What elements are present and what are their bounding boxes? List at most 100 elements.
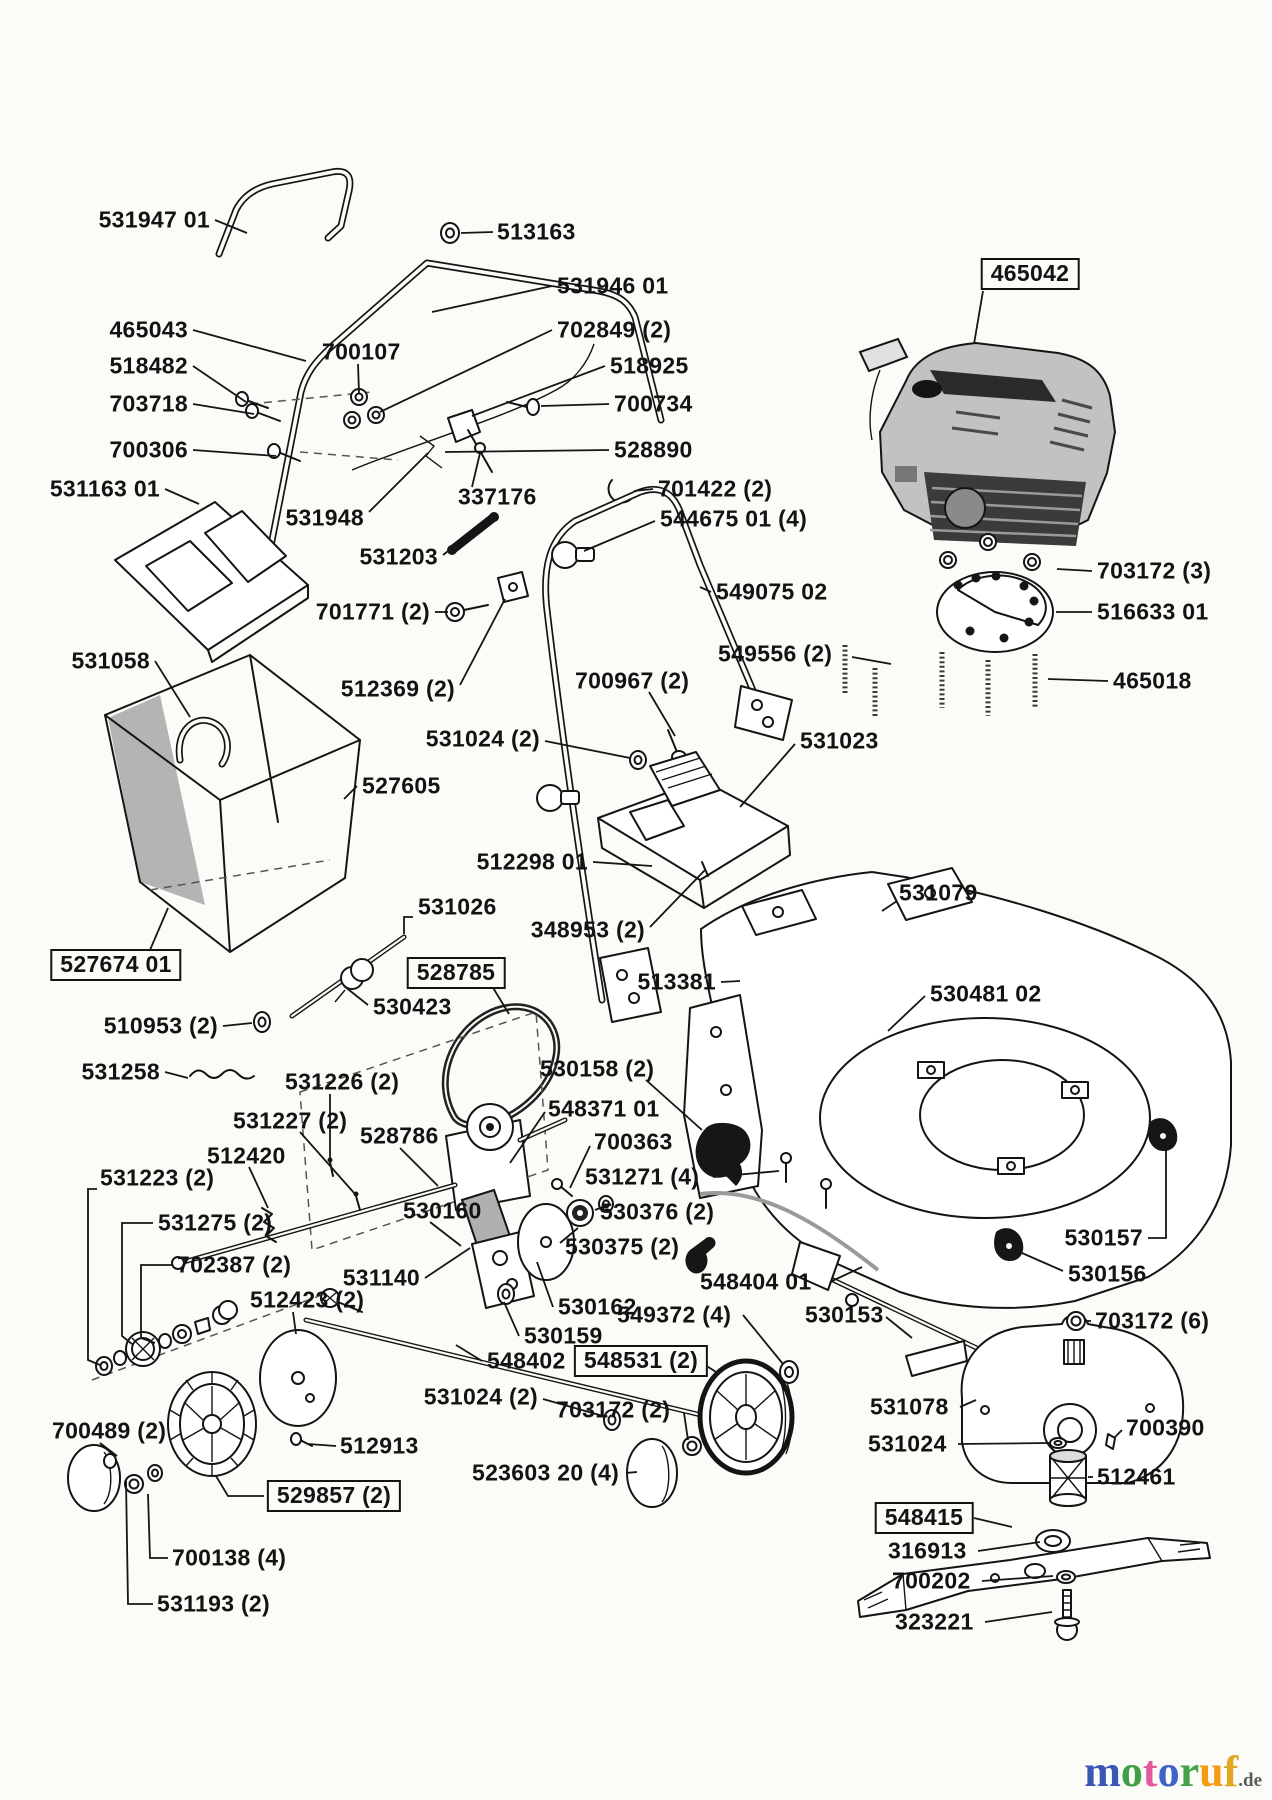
part-label-530481-02[interactable]: 530481 02 [930, 980, 1042, 1007]
part-label-549556-2-[interactable]: 549556 (2) [718, 640, 833, 667]
part-label-465043[interactable]: 465043 [109, 316, 188, 343]
part-label-513163[interactable]: 513163 [497, 218, 576, 245]
leader-465042 [973, 290, 984, 345]
part-label-700363[interactable]: 700363 [594, 1128, 673, 1155]
part-label-337176[interactable]: 337176 [458, 483, 537, 510]
part-label-530376-2-[interactable]: 530376 (2) [600, 1198, 715, 1225]
part-label-549075-02[interactable]: 549075 02 [716, 578, 828, 605]
part-label-531026[interactable]: 531026 [418, 893, 497, 920]
part-label-518925[interactable]: 518925 [610, 352, 689, 379]
leader-512420 [248, 1166, 269, 1209]
part-label-548402[interactable]: 548402 [487, 1347, 566, 1374]
part-label-531227-2-[interactable]: 531227 (2) [233, 1107, 348, 1134]
part-label-544675-01-4-[interactable]: 544675 01 (4) [660, 505, 808, 532]
brand-logo[interactable]: motoruf.de [1084, 1750, 1262, 1794]
part-label-531275-2-[interactable]: 531275 (2) [158, 1209, 273, 1236]
part-label-531226-2-[interactable]: 531226 (2) [285, 1068, 400, 1095]
part-label-348953-2-[interactable]: 348953 (2) [530, 916, 645, 943]
part-label-512298-01[interactable]: 512298 01 [476, 848, 588, 875]
part-label-531079[interactable]: 531079 [899, 879, 978, 906]
part-label-512369-2-[interactable]: 512369 (2) [340, 675, 455, 702]
leader-703718 [192, 403, 255, 415]
part-label-700138-4-[interactable]: 700138 (4) [172, 1544, 287, 1571]
part-label-548371-01[interactable]: 548371 01 [548, 1095, 660, 1122]
leader-530158-2- [645, 1079, 703, 1131]
part-label-700202[interactable]: 700202 [892, 1567, 971, 1594]
part-label-531203[interactable]: 531203 [359, 543, 438, 570]
part-label-530162[interactable]: 530162 [558, 1293, 637, 1320]
part-label-702849-2-[interactable]: 702849 (2) [557, 316, 672, 343]
part-label-512461[interactable]: 512461 [1097, 1463, 1176, 1490]
leader-531024-2- [544, 740, 631, 759]
leader-530376-2- [594, 1204, 609, 1211]
part-label-531271-4-[interactable]: 531271 (4) [585, 1163, 700, 1190]
part-label-527605[interactable]: 527605 [362, 772, 441, 799]
part-label-701422-2-[interactable]: 701422 (2) [658, 475, 773, 502]
part-label-512423-2-[interactable]: 512423 (2) [250, 1286, 365, 1313]
part-label-323221[interactable]: 323221 [895, 1608, 974, 1635]
part-label-548415[interactable]: 548415 [874, 1502, 974, 1534]
part-label-528786[interactable]: 528786 [360, 1122, 439, 1149]
part-label-700967-2-[interactable]: 700967 (2) [575, 667, 690, 694]
part-label-529857-2-[interactable]: 529857 (2) [266, 1480, 402, 1512]
part-label-530423[interactable]: 530423 [373, 993, 452, 1020]
part-label-700107[interactable]: 700107 [322, 338, 401, 365]
part-label-510953-2-[interactable]: 510953 (2) [103, 1012, 218, 1039]
leader-531023 [739, 743, 796, 808]
part-label-548404-01[interactable]: 548404 01 [700, 1268, 812, 1295]
part-label-531947-01[interactable]: 531947 01 [98, 206, 210, 233]
leader-530153 [885, 1316, 913, 1339]
part-label-531024-2-[interactable]: 531024 (2) [423, 1383, 538, 1410]
part-label-531024[interactable]: 531024 [868, 1430, 947, 1457]
leader-531024-2- [542, 1398, 604, 1417]
part-label-530375-2-[interactable]: 530375 (2) [565, 1233, 680, 1260]
leader-530423 [343, 985, 369, 1006]
part-label-531140[interactable]: 531140 [342, 1264, 420, 1291]
part-label-531078[interactable]: 531078 [870, 1393, 949, 1420]
part-label-703172-3-[interactable]: 703172 (3) [1097, 557, 1212, 584]
part-label-700306[interactable]: 700306 [109, 436, 188, 463]
leader-549075-02 [699, 586, 712, 593]
part-label-531024-2-[interactable]: 531024 (2) [425, 725, 540, 752]
part-label-530153[interactable]: 530153 [805, 1301, 884, 1328]
part-label-516633-01[interactable]: 516633 01 [1097, 598, 1209, 625]
part-label-531193-2-[interactable]: 531193 (2) [157, 1590, 270, 1617]
part-label-465042[interactable]: 465042 [980, 258, 1080, 290]
axle-group [303, 1122, 832, 1424]
brand-logo-letters: motoruf [1084, 1747, 1238, 1796]
part-label-512913[interactable]: 512913 [340, 1432, 419, 1459]
part-label-530159[interactable]: 530159 [524, 1322, 603, 1349]
part-label-700489-2-[interactable]: 700489 (2) [52, 1417, 167, 1444]
part-label-548531-2-[interactable]: 548531 (2) [573, 1345, 709, 1377]
part-label-528890[interactable]: 528890 [614, 436, 693, 463]
part-label-549372-4-[interactable]: 549372 (4) [617, 1301, 732, 1328]
part-label-531023[interactable]: 531023 [800, 727, 879, 754]
part-label-703172-2-[interactable]: 703172 (2) [556, 1396, 671, 1423]
part-label-513381[interactable]: 513381 [637, 968, 716, 995]
part-label-530157[interactable]: 530157 [1064, 1224, 1143, 1251]
part-label-530156[interactable]: 530156 [1068, 1260, 1147, 1287]
part-label-531163-01[interactable]: 531163 01 [49, 475, 160, 502]
part-label-527674-01[interactable]: 527674 01 [50, 949, 182, 981]
part-label-700734[interactable]: 700734 [614, 390, 693, 417]
part-label-531058[interactable]: 531058 [71, 647, 150, 674]
part-label-701771-2-[interactable]: 701771 (2) [315, 598, 430, 625]
part-label-530160[interactable]: 530160 [403, 1197, 482, 1224]
part-label-465018[interactable]: 465018 [1113, 667, 1192, 694]
part-label-518482[interactable]: 518482 [109, 352, 188, 379]
part-label-523603-20-4-[interactable]: 523603 20 (4) [472, 1459, 620, 1486]
part-label-700390[interactable]: 700390 [1126, 1414, 1205, 1441]
grass-catcher-lid [114, 501, 309, 663]
part-label-531948[interactable]: 531948 [285, 504, 364, 531]
part-label-512420[interactable]: 512420 [207, 1142, 286, 1169]
part-label-531258[interactable]: 531258 [81, 1058, 160, 1085]
part-label-703172-6-[interactable]: 703172 (6) [1095, 1307, 1210, 1334]
part-label-531223-2-[interactable]: 531223 (2) [100, 1164, 215, 1191]
part-label-528785[interactable]: 528785 [406, 957, 506, 989]
part-label-702387-2-[interactable]: 702387 (2) [177, 1251, 292, 1278]
part-label-316913[interactable]: 316913 [888, 1537, 967, 1564]
part-label-703718[interactable]: 703718 [109, 390, 188, 417]
part-label-531946-01[interactable]: 531946 01 [557, 272, 669, 299]
part-label-530158-2-[interactable]: 530158 (2) [540, 1055, 655, 1082]
leader-531275-2- [121, 1222, 153, 1345]
